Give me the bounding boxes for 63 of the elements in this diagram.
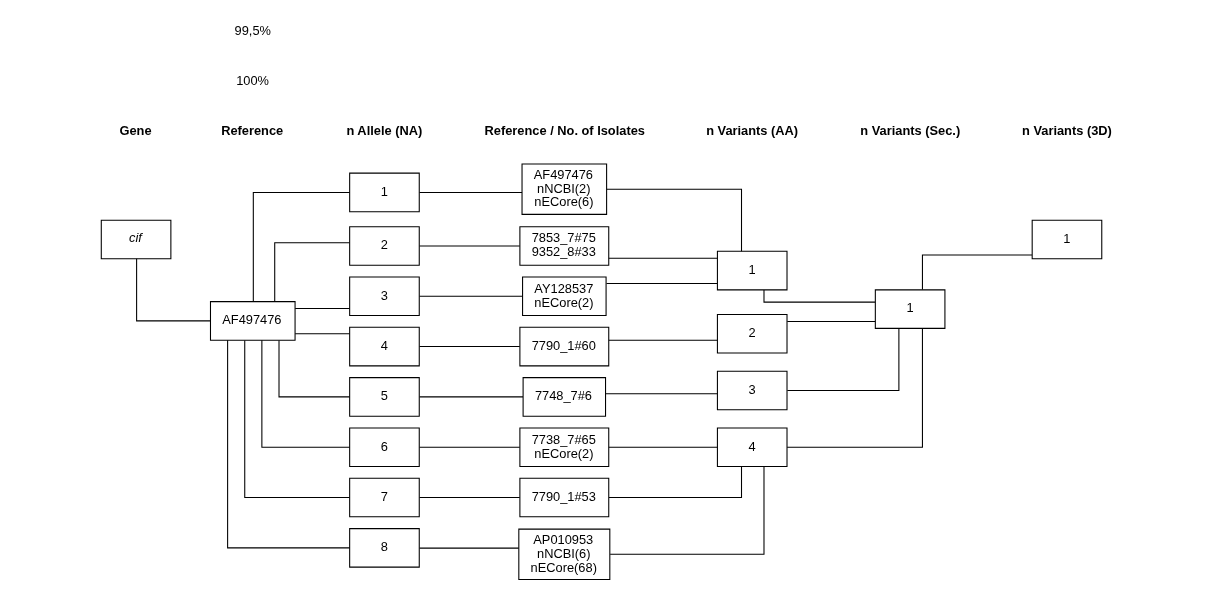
label: Reference <box>220 122 283 138</box>
label: Gene <box>118 122 152 138</box>
connector <box>605 188 742 252</box>
node-box: 2 <box>348 226 420 266</box>
node-box: 4 <box>348 326 420 367</box>
connector <box>418 295 523 297</box>
connector <box>786 320 876 322</box>
label: Reference / No. of Isolates <box>484 122 645 138</box>
connector <box>418 396 524 398</box>
node-box: 3 <box>716 370 788 411</box>
node-box: cif <box>100 219 171 260</box>
node-box: 7748_7#6 <box>522 377 606 417</box>
connector <box>605 282 718 284</box>
connector <box>243 339 350 499</box>
connector <box>608 466 742 499</box>
connector <box>607 339 718 341</box>
node-box: 4 <box>716 427 788 468</box>
connector <box>418 245 520 247</box>
node-box: 7853_7#75 9352_8#33 <box>518 226 609 266</box>
node-box: 3 <box>348 276 420 317</box>
node-box: 1 <box>348 172 420 213</box>
connector <box>418 497 520 499</box>
node-box: 1 <box>1031 219 1102 260</box>
node-box: 6 <box>348 427 420 468</box>
connector <box>609 466 765 555</box>
connector <box>418 346 520 348</box>
label: n Allele (NA) <box>345 122 422 138</box>
label: n Variants (AA) <box>705 122 798 138</box>
connector <box>135 258 211 322</box>
connector <box>260 339 350 448</box>
node-box: 1 <box>874 289 945 329</box>
node-box: 5 <box>348 377 420 417</box>
connector <box>252 191 350 302</box>
label: 100% <box>235 73 269 89</box>
connector <box>786 328 923 448</box>
node-box: 7738_7#65 nECore(2) <box>518 427 609 468</box>
node-box: AP010953 nNCBI(6) nECore(68) <box>517 528 610 580</box>
connector <box>607 446 718 448</box>
node-box: 7 <box>348 477 420 518</box>
label: 99,5% <box>234 23 271 39</box>
connector <box>786 327 899 391</box>
connector <box>294 333 350 335</box>
node-box: 7790_1#60 <box>518 326 609 367</box>
connector <box>418 446 520 448</box>
connector <box>418 191 523 193</box>
node-box: 1 <box>716 250 788 291</box>
connector <box>762 289 876 303</box>
node-box: 8 <box>348 528 420 568</box>
connector <box>273 242 350 303</box>
connector <box>604 393 718 395</box>
connector <box>277 339 350 398</box>
connector <box>921 254 1033 291</box>
node-box: 7790_1#53 <box>518 477 609 518</box>
connector <box>607 257 718 259</box>
node-box: AY128537 nECore(2) <box>521 276 607 317</box>
connector <box>226 339 350 549</box>
label: n Variants (3D) <box>1021 122 1112 138</box>
connector <box>418 547 519 549</box>
node-box: AF497476 <box>209 301 296 341</box>
node-box: 2 <box>716 313 788 354</box>
node-box: AF497476 nNCBI(2) nECore(6) <box>521 163 607 215</box>
label: n Variants (Sec.) <box>859 122 960 138</box>
connector <box>294 308 350 310</box>
